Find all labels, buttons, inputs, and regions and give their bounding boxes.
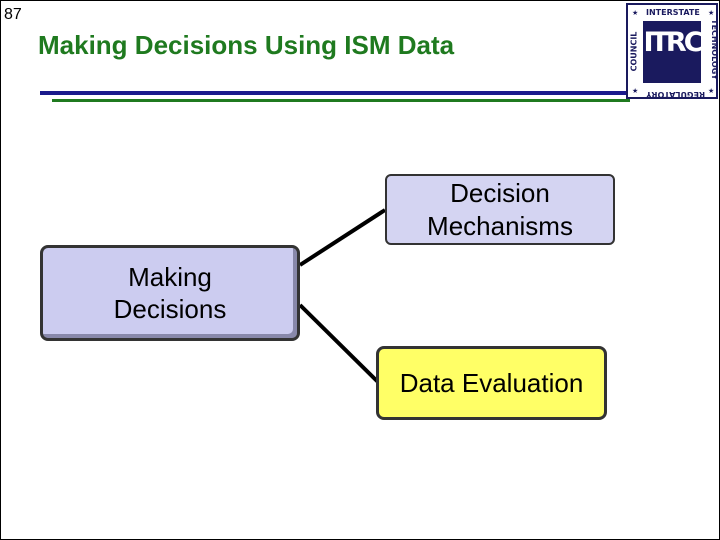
node-label: Decision Mechanisms	[427, 178, 573, 241]
slide-number: 87	[4, 6, 22, 23]
node-making-decisions: Making Decisions	[40, 245, 300, 341]
logo-mark: ITRC	[643, 27, 703, 58]
logo-emblem: ITRC	[643, 21, 704, 83]
logo-star-icon: ★	[708, 87, 715, 95]
node-data-evaluation: Data Evaluation	[376, 346, 607, 420]
title-rule-blue	[40, 91, 630, 95]
itrc-logo: INTERSTATE TECHNOLOGY REGULATORY COUNCIL…	[626, 3, 719, 99]
node-decision-mechanisms: Decision Mechanisms	[385, 174, 615, 245]
logo-star-icon: ★	[632, 87, 639, 95]
connector-line	[298, 303, 380, 384]
logo-star-icon: ★	[708, 9, 715, 17]
slide-title: Making Decisions Using ISM Data	[38, 30, 455, 60]
title-rule-green	[52, 99, 630, 102]
connector-line	[298, 208, 387, 267]
logo-star-icon: ★	[632, 9, 639, 17]
node-label: Making Decisions	[113, 261, 227, 325]
logo-text-top: INTERSTATE	[646, 8, 700, 17]
node-label: Data Evaluation	[399, 367, 584, 398]
